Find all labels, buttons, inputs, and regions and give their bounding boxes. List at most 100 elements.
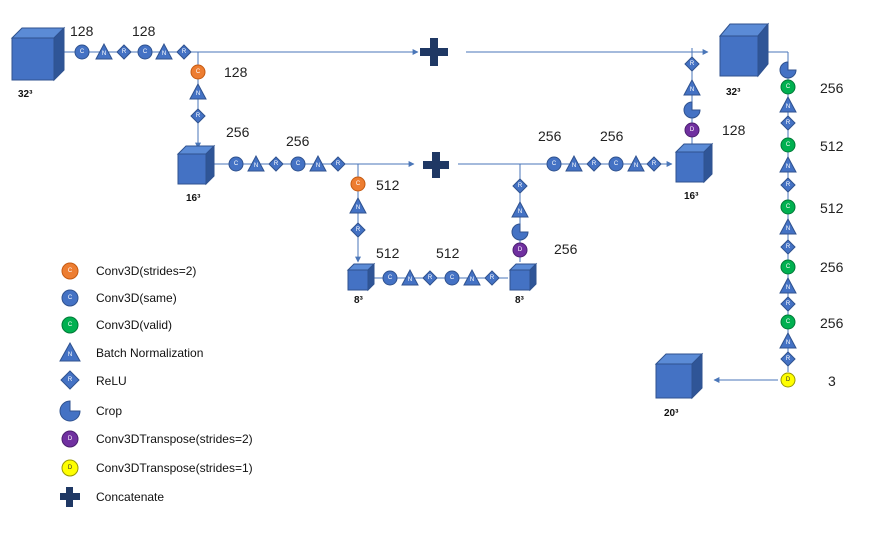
- svg-text:R: R: [122, 49, 127, 55]
- batchnorm-icon: N: [349, 196, 367, 214]
- relu-icon: R: [422, 270, 438, 286]
- channel-label: 256: [820, 80, 844, 96]
- svg-text:R: R: [196, 113, 201, 119]
- svg-text:N: N: [786, 104, 790, 110]
- channel-label: 256: [286, 133, 310, 149]
- green-circle-icon: C: [61, 316, 79, 334]
- svg-text:C: C: [296, 161, 301, 167]
- channel-label: 512: [820, 138, 844, 154]
- svg-text:C: C: [68, 322, 73, 328]
- svg-text:R: R: [786, 244, 791, 250]
- svg-text:N: N: [786, 340, 790, 346]
- relu-icon: R: [780, 351, 796, 367]
- svg-text:N: N: [572, 163, 576, 169]
- legend-label: Conv3D(strides=2): [96, 264, 196, 278]
- legend-label: Concatenate: [96, 490, 164, 504]
- plus-icon: [420, 38, 448, 66]
- batchnorm-icon: N: [779, 95, 797, 113]
- diamond-icon: R: [60, 370, 80, 390]
- cube-bottom-right: [508, 262, 538, 292]
- crop-icon: [683, 101, 701, 119]
- svg-text:R: R: [182, 49, 187, 55]
- legend-label: Batch Normalization: [96, 346, 203, 360]
- batchnorm-icon: N: [779, 217, 797, 235]
- relu-icon: R: [586, 156, 602, 172]
- relu-icon: R: [780, 239, 796, 255]
- conv-same-icon: C: [74, 44, 90, 60]
- svg-text:R: R: [336, 161, 341, 167]
- svg-text:R: R: [518, 183, 523, 189]
- svg-text:C: C: [143, 49, 148, 55]
- relu-icon: R: [512, 178, 528, 194]
- svg-text:D: D: [690, 127, 695, 133]
- svg-text:C: C: [68, 295, 73, 301]
- cube-mid-left: [176, 144, 216, 186]
- svg-text:D: D: [786, 377, 791, 383]
- svg-text:C: C: [614, 161, 619, 167]
- svg-text:D: D: [68, 465, 73, 471]
- legend-label: Conv3DTranspose(strides=2): [96, 432, 253, 446]
- svg-text:R: R: [786, 182, 791, 188]
- svg-text:C: C: [552, 161, 557, 167]
- svg-text:R: R: [786, 356, 791, 362]
- blue-circle-icon: C: [61, 289, 79, 307]
- batchnorm-icon: N: [627, 154, 645, 172]
- relu-icon: R: [190, 108, 206, 124]
- svg-text:C: C: [388, 275, 393, 281]
- svg-text:C: C: [234, 161, 239, 167]
- batchnorm-icon: N: [779, 276, 797, 294]
- svg-text:N: N: [634, 163, 638, 169]
- conv-same-icon: C: [546, 156, 562, 172]
- svg-text:R: R: [274, 161, 279, 167]
- cube-label-bottom-right: 8³: [515, 295, 525, 306]
- triangle-icon: N: [59, 341, 81, 362]
- crop-icon: [59, 400, 81, 422]
- batchnorm-icon: N: [247, 154, 265, 172]
- conv-valid-icon: C: [780, 137, 796, 153]
- channel-label: 128: [70, 23, 94, 39]
- conv-valid-icon: C: [780, 199, 796, 215]
- svg-text:R: R: [652, 161, 657, 167]
- legend-label: Crop: [96, 404, 122, 418]
- conv-same-icon: C: [382, 270, 398, 286]
- orange-circle-icon: C: [61, 262, 79, 280]
- conv-transpose-strides1-icon: D: [780, 372, 796, 388]
- plus-icon: [60, 487, 80, 507]
- svg-text:N: N: [254, 163, 258, 169]
- svg-text:N: N: [316, 163, 320, 169]
- svg-text:N: N: [102, 51, 106, 57]
- cube-top-left: [10, 26, 66, 82]
- svg-text:C: C: [786, 319, 791, 325]
- channel-label: 3: [828, 373, 836, 389]
- conv-valid-icon: C: [780, 259, 796, 275]
- legend-label: Conv3D(valid): [96, 318, 172, 332]
- svg-text:R: R: [68, 377, 73, 383]
- batchnorm-icon: N: [401, 268, 419, 286]
- svg-text:D: D: [68, 436, 73, 442]
- svg-text:C: C: [786, 84, 791, 90]
- conv-strides2-icon: C: [190, 64, 206, 80]
- batchnorm-icon: N: [779, 331, 797, 349]
- svg-text:N: N: [786, 164, 790, 170]
- svg-text:C: C: [196, 69, 201, 75]
- relu-icon: R: [484, 270, 500, 286]
- svg-text:C: C: [786, 264, 791, 270]
- svg-text:R: R: [786, 301, 791, 307]
- cube-label-top-left: 32³: [18, 89, 33, 100]
- conv-same-icon: C: [290, 156, 306, 172]
- svg-text:R: R: [592, 161, 597, 167]
- relu-icon: R: [176, 44, 192, 60]
- legend-label: Conv3DTranspose(strides=1): [96, 461, 253, 475]
- cube-label-mid-left: 16³: [186, 193, 201, 204]
- batchnorm-icon: N: [779, 155, 797, 173]
- svg-text:R: R: [428, 275, 433, 281]
- legend: C C C N R D D: [59, 262, 253, 507]
- batchnorm-icon: N: [155, 42, 173, 60]
- conv-valid-icon: C: [780, 314, 796, 330]
- relu-icon: R: [330, 156, 346, 172]
- svg-text:R: R: [356, 227, 361, 233]
- yellow-circle-icon: D: [61, 459, 79, 477]
- cube-label-top-right: 32³: [726, 87, 741, 98]
- relu-icon: R: [268, 156, 284, 172]
